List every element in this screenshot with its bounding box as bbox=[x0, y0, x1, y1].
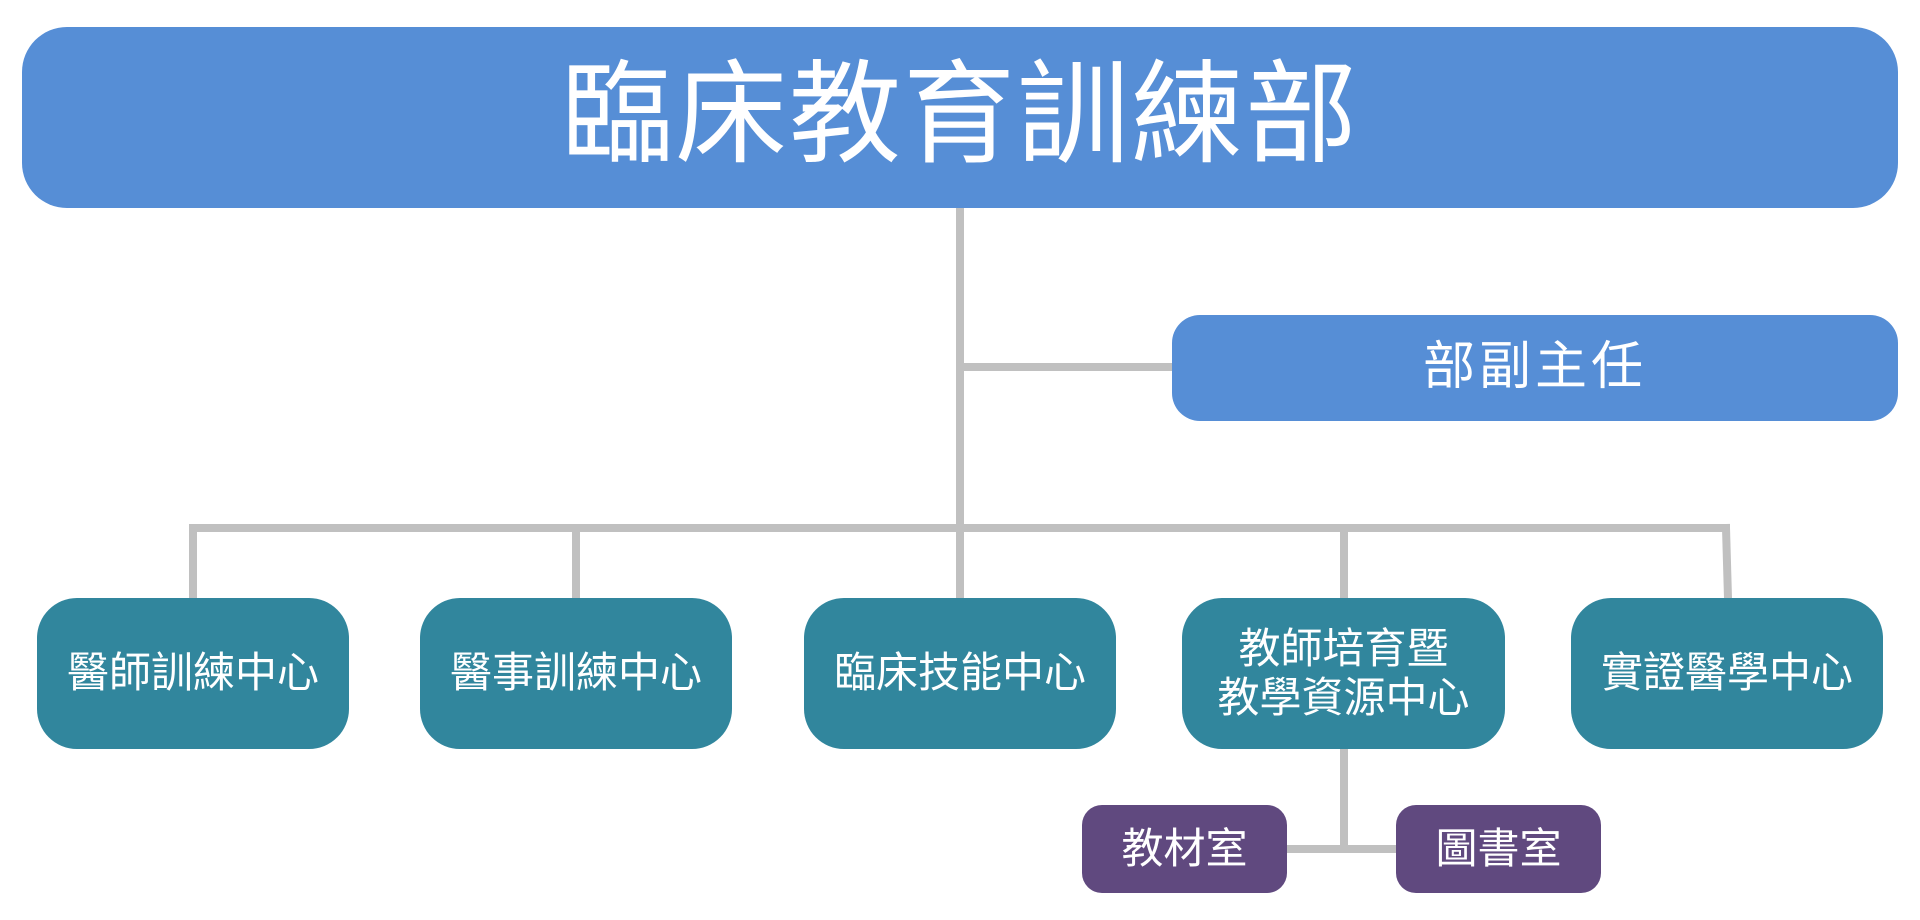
room-label: 教材室 bbox=[1121, 823, 1248, 873]
department-title-box: 臨床教育訓練部 bbox=[22, 27, 1898, 208]
department-title: 臨床教育訓練部 bbox=[561, 50, 1359, 181]
center-box-physician-training: 醫師訓練中心 bbox=[37, 598, 349, 749]
center-box-clinical-skills: 臨床技能中心 bbox=[804, 598, 1116, 749]
center-box-allied-health-training: 醫事訓練中心 bbox=[420, 598, 732, 749]
center-label-line-2: 教學資源中心 bbox=[1217, 672, 1470, 722]
center-label: 臨床技能中心 bbox=[833, 648, 1086, 698]
center-box-evidence-based-medicine: 實證醫學中心 bbox=[1571, 598, 1883, 749]
room-box-library: 圖書室 bbox=[1396, 805, 1601, 893]
room-box-teaching-materials: 教材室 bbox=[1082, 805, 1287, 893]
center-label-line-1: 教師培育暨 bbox=[1238, 624, 1449, 674]
center-label: 醫事訓練中心 bbox=[449, 648, 702, 698]
room-label: 圖書室 bbox=[1435, 823, 1562, 873]
center-drop-line-5 bbox=[1721, 523, 1733, 603]
deputy-director-label: 部副主任 bbox=[1422, 337, 1647, 398]
deputy-director-box: 部副主任 bbox=[1172, 315, 1898, 421]
center-label: 醫師訓練中心 bbox=[66, 648, 319, 698]
center-box-faculty-development: 教師培育暨 教學資源中心 bbox=[1182, 598, 1505, 749]
center-label: 實證醫學中心 bbox=[1600, 648, 1853, 698]
